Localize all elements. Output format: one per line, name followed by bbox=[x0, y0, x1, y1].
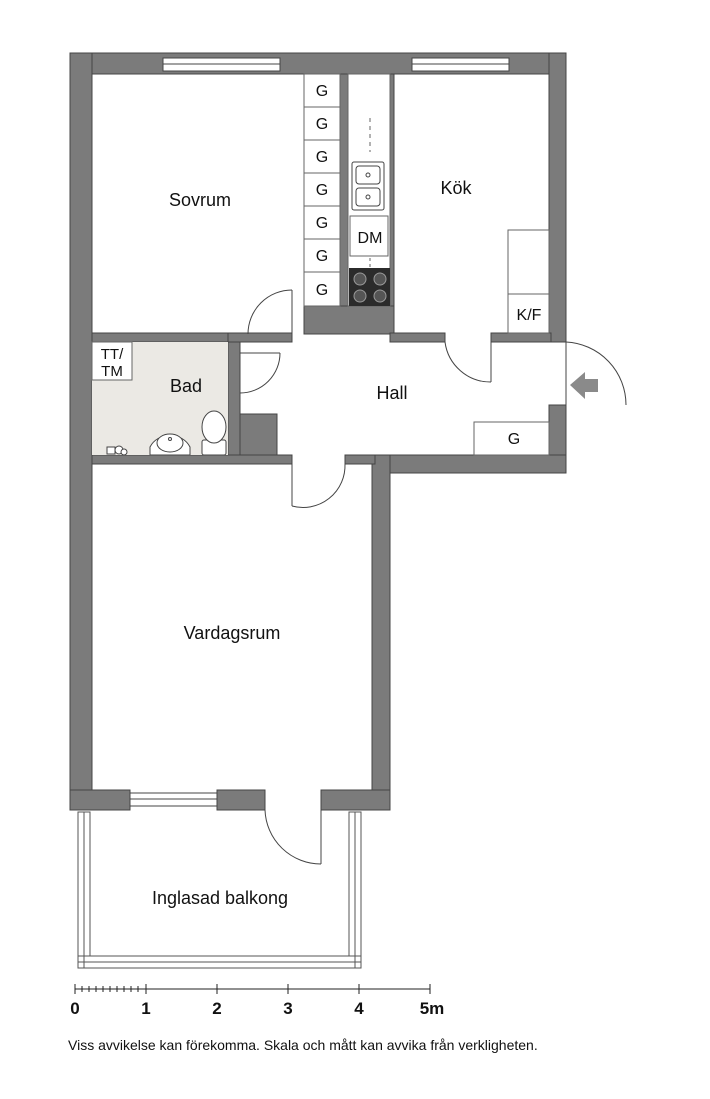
room-label-sovrum: Sovrum bbox=[169, 190, 231, 210]
wardrobe-label-3: G bbox=[316, 149, 328, 166]
scale-label-3: 3 bbox=[283, 999, 292, 1018]
washer-label-line1: TT/ bbox=[101, 346, 124, 363]
room-label-hall: Hall bbox=[376, 383, 407, 403]
door-kok bbox=[444, 341, 492, 383]
disclaimer-text: Viss avvikelse kan förekomma. Skala och … bbox=[68, 1037, 538, 1053]
windows bbox=[129, 57, 510, 807]
fridge-freezer-label: K/F bbox=[517, 307, 542, 324]
fridge-freezer bbox=[507, 229, 550, 334]
scale-label-1: 1 bbox=[141, 999, 150, 1018]
wall-bottom-right bbox=[320, 789, 391, 811]
scale-label-0: 0 bbox=[70, 999, 79, 1018]
room-label-vardagsrum: Vardagsrum bbox=[184, 623, 281, 643]
floor-drain-icon bbox=[106, 445, 128, 456]
wall-hall-bottom-left bbox=[344, 454, 376, 465]
dishwasher bbox=[349, 215, 389, 257]
wall-kok-bottom-right bbox=[490, 332, 552, 343]
hall-wardrobe bbox=[473, 421, 550, 456]
dishwasher-label: DM bbox=[358, 230, 383, 247]
wall-vardagsrum-right bbox=[371, 454, 391, 811]
wall-right-upper bbox=[548, 52, 567, 343]
doors bbox=[239, 289, 627, 865]
wall-bad-bottom bbox=[91, 454, 293, 465]
door-entrance bbox=[565, 341, 627, 406]
scale-label-4: 4 bbox=[354, 999, 364, 1018]
window-sovrum bbox=[162, 57, 281, 72]
toilet-icon bbox=[201, 410, 227, 456]
balcony bbox=[77, 811, 362, 969]
room-label-bad: Bad bbox=[170, 376, 202, 396]
wall-bad-top-stub bbox=[227, 332, 293, 343]
room-label-kok: Kök bbox=[440, 178, 472, 198]
scale-label-5: 5m bbox=[420, 999, 445, 1018]
hall-wardrobe-label: G bbox=[508, 431, 520, 448]
wardrobe-label-5: G bbox=[316, 215, 328, 232]
entrance-arrow-icon bbox=[570, 372, 598, 399]
stove-icon bbox=[349, 268, 390, 306]
wardrobe-column bbox=[303, 73, 341, 307]
wardrobe-label-1: G bbox=[316, 83, 328, 100]
washbasin-icon bbox=[149, 433, 191, 456]
wall-bottom-mid bbox=[216, 789, 266, 811]
wall-sovrum-bottom bbox=[91, 332, 245, 343]
wall-left bbox=[69, 52, 93, 811]
scale-label-2: 2 bbox=[212, 999, 221, 1018]
wardrobe-label-4: G bbox=[316, 182, 328, 199]
wall-sovrum-kok bbox=[339, 73, 349, 335]
scale-bar bbox=[74, 984, 431, 994]
room-label-balkong: Inglasad balkong bbox=[152, 888, 288, 908]
wardrobe-label-6: G bbox=[316, 248, 328, 265]
wardrobe-label-2: G bbox=[316, 116, 328, 133]
window-vardagsrum bbox=[129, 792, 218, 807]
wall-kok-left bbox=[389, 73, 395, 335]
wall-hall-bottom bbox=[371, 454, 567, 474]
washer-label-line2: TM bbox=[101, 363, 123, 380]
washer-box bbox=[91, 341, 133, 381]
wall-bad-hall bbox=[227, 341, 241, 456]
sink-icon bbox=[351, 161, 385, 211]
door-balkong bbox=[264, 809, 322, 865]
wall-bad-hall-block bbox=[239, 413, 278, 456]
door-sovrum bbox=[247, 289, 293, 335]
wall-kok-bottom bbox=[389, 332, 446, 343]
window-kok bbox=[411, 57, 510, 72]
wall-closet-bottom bbox=[303, 305, 395, 335]
wardrobe-label-7: G bbox=[316, 282, 328, 299]
door-vardagsrum bbox=[291, 463, 346, 508]
door-bad bbox=[239, 352, 281, 394]
wall-bottom-left bbox=[69, 789, 131, 811]
